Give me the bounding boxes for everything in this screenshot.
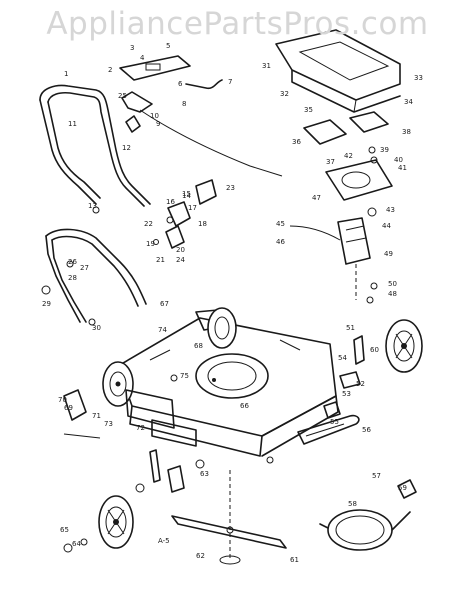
- callout: 35: [304, 106, 313, 114]
- rear-right-wheel: [207, 307, 237, 349]
- height-adjusters: [297, 335, 365, 445]
- callout: 54: [338, 354, 347, 362]
- callout: 16: [166, 198, 175, 206]
- callout: 72: [136, 424, 145, 432]
- callout: 45: [276, 220, 285, 228]
- bracket-assemblies: [153, 179, 217, 249]
- callout: 11: [68, 120, 77, 128]
- callout: 75: [180, 372, 189, 380]
- callout: 39: [380, 146, 389, 154]
- callout: 52: [356, 380, 365, 388]
- callout: 18: [198, 220, 207, 228]
- callout: 47: [312, 194, 321, 202]
- callout: 14: [182, 192, 191, 200]
- callout: 1: [64, 70, 68, 78]
- callout: 57: [372, 472, 381, 480]
- rear-left-wheel: [102, 361, 134, 407]
- callout: 58: [348, 500, 357, 508]
- callout: 10: [150, 112, 159, 120]
- callout: 12: [122, 144, 131, 152]
- callout: 70: [58, 396, 67, 404]
- callout: 59: [398, 484, 407, 492]
- callout: 30: [92, 324, 101, 332]
- callout: 37: [326, 158, 335, 166]
- callout: 63: [200, 470, 209, 478]
- callout: 48: [388, 290, 397, 298]
- callout: 62: [196, 552, 205, 560]
- callout: 69: [64, 404, 73, 412]
- callout: 29: [42, 300, 51, 308]
- callout: 26: [68, 258, 77, 266]
- callout: 33: [414, 74, 423, 82]
- front-left-wheel: [98, 495, 134, 549]
- callout: 13: [88, 202, 97, 210]
- callout: 22: [144, 220, 153, 228]
- callout: 9: [156, 120, 160, 128]
- callout: 55: [330, 418, 339, 426]
- callout: 20: [176, 246, 185, 254]
- callout: 7: [228, 78, 232, 86]
- callout: 5: [166, 42, 170, 50]
- callout: 36: [292, 138, 301, 146]
- callout: 46: [276, 238, 285, 246]
- callout: 60: [370, 346, 379, 354]
- engine-parts-column: [289, 111, 393, 300]
- callout: 6: [178, 80, 183, 88]
- callout: 27: [80, 264, 89, 272]
- callout: 24: [176, 256, 185, 264]
- extension-cord: [319, 479, 417, 551]
- callout: 74: [158, 326, 167, 334]
- callout: 15: [182, 190, 191, 198]
- callout: 8: [182, 100, 186, 108]
- callout: 65: [60, 526, 69, 534]
- callout: 41: [398, 164, 407, 172]
- callout: 23: [226, 184, 235, 192]
- callout: 43: [386, 206, 395, 214]
- callout: 25: [118, 92, 127, 100]
- callout: 38: [402, 128, 411, 136]
- figure-label: A-5: [158, 537, 170, 545]
- callout: 42: [344, 152, 353, 160]
- callout: 3: [130, 44, 134, 52]
- callout: 71: [92, 412, 101, 420]
- callout: 40: [394, 156, 403, 164]
- wheels: [98, 307, 423, 549]
- callout: 53: [342, 390, 351, 398]
- front-right-wheel: [385, 319, 423, 373]
- callout: 44: [382, 222, 391, 230]
- callout: 32: [280, 90, 289, 98]
- mower-blade: [171, 470, 287, 565]
- callout: 67: [160, 300, 169, 308]
- callout: 17: [188, 204, 197, 212]
- engine-cover: [275, 29, 401, 113]
- callout: 34: [404, 98, 413, 106]
- callout-layer: 1 2 3 4 5 6 7 8 9 10 11 12 13 14 15 16 1…: [42, 42, 423, 564]
- callout: 2: [108, 66, 112, 74]
- callout: 28: [68, 274, 77, 282]
- callout: 61: [290, 556, 299, 564]
- callout: 19: [146, 240, 155, 248]
- front-axle-parts: [135, 449, 205, 493]
- callout: 64: [72, 540, 81, 548]
- lower-handle: [45, 228, 147, 323]
- throttle-control: [119, 55, 283, 177]
- callout: 66: [240, 402, 249, 410]
- callout: 68: [194, 342, 203, 350]
- callout: 56: [362, 426, 371, 434]
- callout: 49: [384, 250, 393, 258]
- callout: 51: [346, 324, 355, 332]
- callout: 73: [104, 420, 113, 428]
- callout: 50: [388, 280, 397, 288]
- rear-plates: [63, 389, 197, 447]
- upper-handle: [39, 84, 151, 207]
- callout: 31: [262, 62, 271, 70]
- callout: 4: [140, 54, 145, 62]
- callout: 21: [156, 256, 165, 264]
- misc-hardware: [41, 206, 374, 553]
